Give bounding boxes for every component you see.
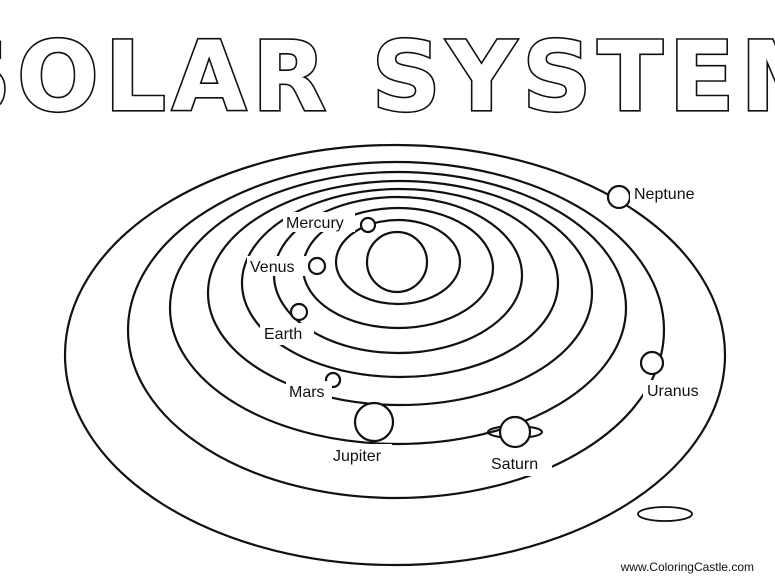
mercury-label: Mercury xyxy=(286,215,344,232)
orbit-saturn xyxy=(168,170,628,446)
neptune-label: Neptune xyxy=(634,186,695,203)
jupiter-planet xyxy=(353,401,395,443)
earth-planet xyxy=(289,302,309,322)
label-backgrounds xyxy=(247,183,713,476)
saturn-planet xyxy=(487,415,543,449)
venus-planet xyxy=(307,256,327,276)
orbit-jupiter xyxy=(206,179,594,407)
sun-icon xyxy=(365,230,429,294)
jupiter-label: Jupiter xyxy=(333,448,382,465)
venus-label: Venus xyxy=(250,259,294,276)
decorative-ellipse xyxy=(637,506,693,522)
orbit-uranus xyxy=(126,160,666,500)
uranus-label: Uranus xyxy=(647,383,699,400)
neptune-planet xyxy=(606,184,632,210)
saturn-label: Saturn xyxy=(491,456,538,473)
uranus-planet xyxy=(639,350,665,376)
orbits xyxy=(63,143,727,567)
mercury-planet xyxy=(359,216,377,234)
orbit-mercury xyxy=(334,218,462,306)
earth-label: Earth xyxy=(264,326,302,343)
orbit-neptune xyxy=(63,143,727,567)
orbit-mars xyxy=(240,187,560,379)
credit-text: www.ColoringCastle.com xyxy=(620,560,754,574)
mars-label: Mars xyxy=(289,384,325,401)
